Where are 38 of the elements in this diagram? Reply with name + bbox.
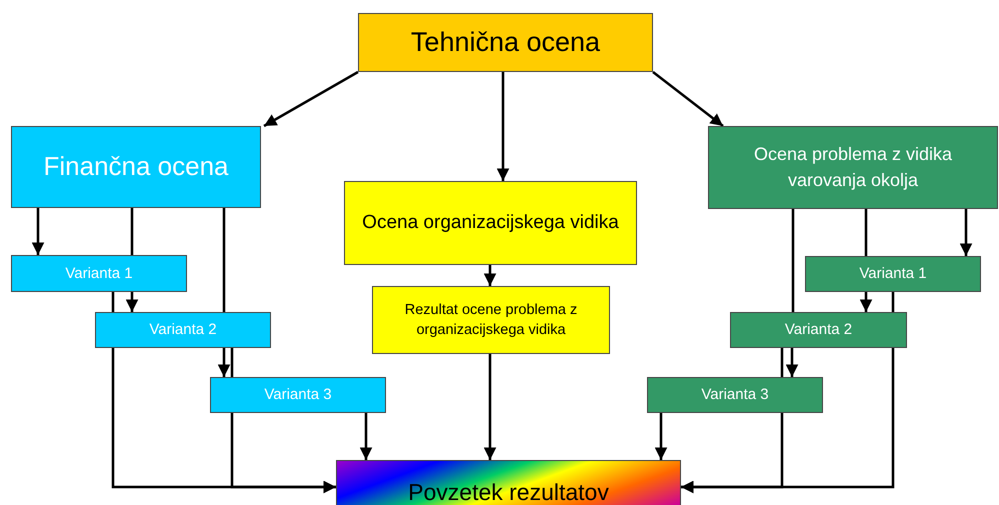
box-label: Rezultat ocene problema z organizacijskega vidika — [404, 300, 578, 340]
arrow — [484, 354, 496, 460]
process-box — [210, 377, 386, 413]
arrow — [263, 70, 359, 128]
process-box — [344, 181, 637, 265]
process-box — [95, 312, 271, 348]
process-box — [730, 312, 907, 348]
box-label: Varianta 3 — [700, 386, 770, 404]
arrow — [786, 348, 798, 377]
process-box — [358, 13, 653, 72]
process-box — [11, 255, 187, 292]
arrow — [484, 265, 496, 286]
arrow — [360, 413, 372, 460]
box-label: Varianta 1 — [64, 264, 134, 282]
arrow — [654, 413, 668, 460]
arrow — [681, 413, 784, 494]
box-label: Varianta 2 — [148, 321, 218, 339]
box-label: Tehnična ocena — [410, 26, 602, 58]
box-label: Ocena problema z vidika varovanja okolja — [752, 143, 954, 192]
arrow — [960, 209, 972, 256]
summary-box — [336, 460, 681, 505]
arrow — [860, 292, 872, 312]
box-label: Finančna ocena — [42, 152, 230, 182]
arrow — [230, 413, 336, 494]
arrow — [126, 292, 138, 312]
process-box — [647, 377, 823, 413]
arrow — [218, 348, 230, 377]
arrow — [32, 208, 44, 255]
process-box — [11, 126, 261, 208]
arrow — [652, 71, 724, 127]
box-label: Varianta 3 — [263, 386, 333, 404]
process-box — [708, 126, 998, 209]
box-label: Varianta 1 — [858, 265, 928, 283]
box-label: Varianta 2 — [784, 321, 854, 339]
box-label: Ocena organizacijskega vidika — [361, 211, 620, 235]
process-box — [372, 286, 610, 354]
process-box — [805, 256, 981, 292]
arrow — [496, 72, 510, 181]
